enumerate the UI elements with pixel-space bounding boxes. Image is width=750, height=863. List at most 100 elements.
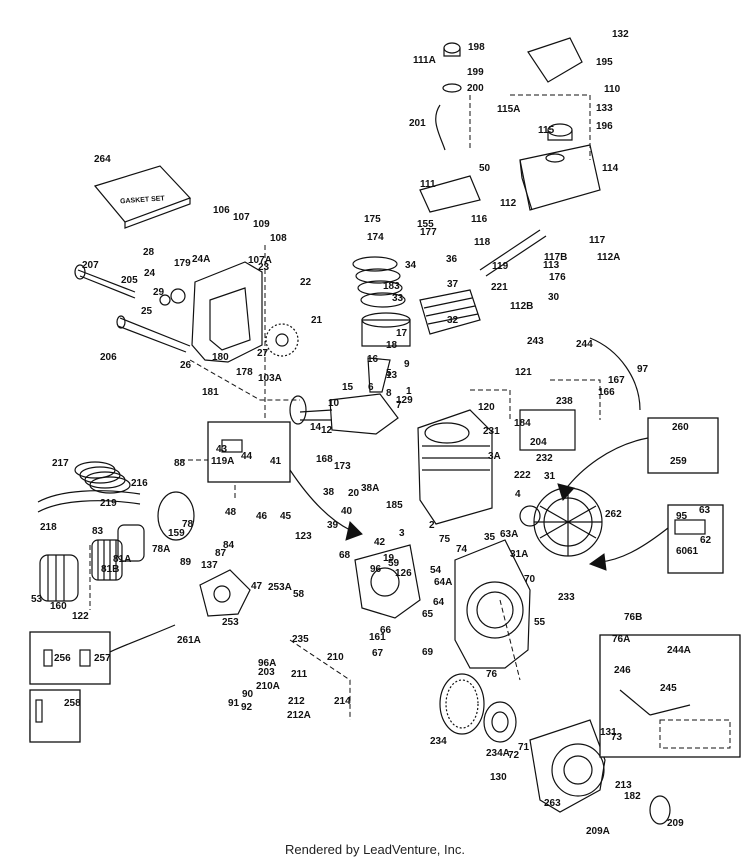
callout-96a: 96A	[258, 658, 276, 669]
callout-115: 115	[538, 125, 555, 136]
callout-231: 231	[483, 426, 500, 437]
part-drawings: GASKET SET	[29, 37, 711, 825]
callout-205: 205	[121, 275, 138, 286]
callout-173: 173	[334, 461, 351, 472]
callout-81b: 81B	[101, 564, 119, 575]
callout-200: 200	[467, 83, 484, 94]
callout-68: 68	[339, 550, 351, 561]
callout-133: 133	[596, 103, 613, 114]
inset-box-wiring	[599, 634, 741, 758]
callout-262: 262	[605, 509, 622, 520]
callout-115a: 115A	[497, 104, 520, 115]
callout-64: 64	[433, 597, 445, 608]
callout-166: 166	[598, 387, 615, 398]
callout-55: 55	[534, 617, 546, 628]
callout-63: 63	[699, 505, 711, 516]
callout-54: 54	[430, 565, 442, 576]
callout-119: 119	[492, 261, 509, 272]
callout-112b: 112B	[510, 301, 533, 312]
exploded-parts-diagram: GASKET SET	[29, 29, 741, 835]
callout-21: 21	[311, 315, 323, 326]
callout-159: 159	[168, 528, 185, 539]
callout-32: 32	[447, 315, 459, 326]
callout-184: 184	[514, 418, 531, 429]
callout-182: 182	[624, 791, 641, 802]
callout-168: 168	[316, 454, 333, 465]
callout-112: 112	[500, 198, 517, 209]
callout-65: 65	[422, 609, 434, 620]
callout-256: 256	[54, 653, 71, 664]
callout-212a: 212A	[287, 710, 311, 721]
callout-232: 232	[536, 453, 553, 464]
callout-258: 258	[64, 698, 81, 709]
callout-209a: 209A	[586, 826, 610, 835]
callout-121: 121	[515, 367, 532, 378]
callout-206: 206	[100, 352, 117, 363]
callout-222: 222	[514, 470, 531, 481]
callout-33: 33	[392, 293, 404, 304]
callout-96: 96	[370, 564, 382, 575]
callout-259: 259	[670, 456, 687, 467]
callout-160: 160	[50, 601, 67, 612]
callout-75: 75	[439, 534, 451, 545]
callout-117: 117	[589, 235, 606, 246]
callout-253: 253	[222, 617, 239, 628]
callout-28: 28	[143, 247, 155, 258]
callout-113: 113	[543, 260, 560, 271]
callout-1: 1	[406, 386, 412, 397]
callout-69: 69	[422, 647, 434, 658]
callout-9: 9	[404, 359, 410, 370]
callout-245: 245	[660, 683, 677, 694]
callout-3a: 3A	[488, 451, 501, 462]
callout-24: 24	[144, 268, 156, 279]
callout-87: 87	[215, 548, 227, 559]
callout-15: 15	[342, 382, 354, 393]
callout-73: 73	[611, 732, 623, 743]
callout-31: 31	[544, 471, 556, 482]
callout-183: 183	[383, 281, 400, 292]
callout-246: 246	[614, 665, 631, 676]
callout-47: 47	[251, 581, 263, 592]
callout-67: 67	[372, 648, 384, 659]
callout-84: 84	[223, 540, 235, 551]
callout-244: 244	[576, 339, 593, 350]
callout-111: 111	[420, 179, 436, 190]
callout-22: 22	[300, 277, 312, 288]
callout-64a: 64A	[434, 577, 452, 588]
callout-264: 264	[94, 154, 111, 165]
callout-210a: 210A	[256, 681, 280, 692]
callout-92: 92	[241, 702, 253, 713]
callout-131: 131	[600, 727, 617, 738]
callout-216: 216	[131, 478, 148, 489]
inset-box-coil	[647, 417, 719, 474]
callout-35: 35	[484, 532, 496, 543]
callout-213: 213	[615, 780, 632, 791]
callout-76a: 76A	[612, 634, 630, 645]
callout-211: 211	[291, 669, 308, 680]
callout-112a: 112A	[597, 252, 620, 263]
callout-36: 36	[446, 254, 458, 265]
callout-201: 201	[409, 118, 426, 129]
callout-53: 53	[31, 594, 43, 605]
callout-89: 89	[180, 557, 192, 568]
callout-137: 137	[201, 560, 218, 571]
callout-25: 25	[141, 306, 153, 317]
callout-257: 257	[94, 653, 111, 664]
callout-108: 108	[270, 233, 287, 244]
callout-167: 167	[608, 375, 625, 386]
callout-120: 120	[478, 402, 495, 413]
callout-122: 122	[72, 611, 89, 622]
callout-18: 18	[386, 340, 398, 351]
callout-203: 203	[258, 667, 275, 678]
callout-176: 176	[549, 272, 566, 283]
callout-29: 29	[153, 287, 165, 298]
callout-19: 19	[383, 553, 395, 564]
gasket-set-card: GASKET SET	[93, 165, 192, 229]
callout-12: 12	[321, 425, 333, 436]
callout-178: 178	[236, 367, 253, 378]
callout-3: 3	[399, 528, 405, 539]
callout-129: 129	[396, 395, 413, 406]
callout-118: 118	[474, 237, 491, 248]
callout-114: 114	[602, 163, 619, 174]
